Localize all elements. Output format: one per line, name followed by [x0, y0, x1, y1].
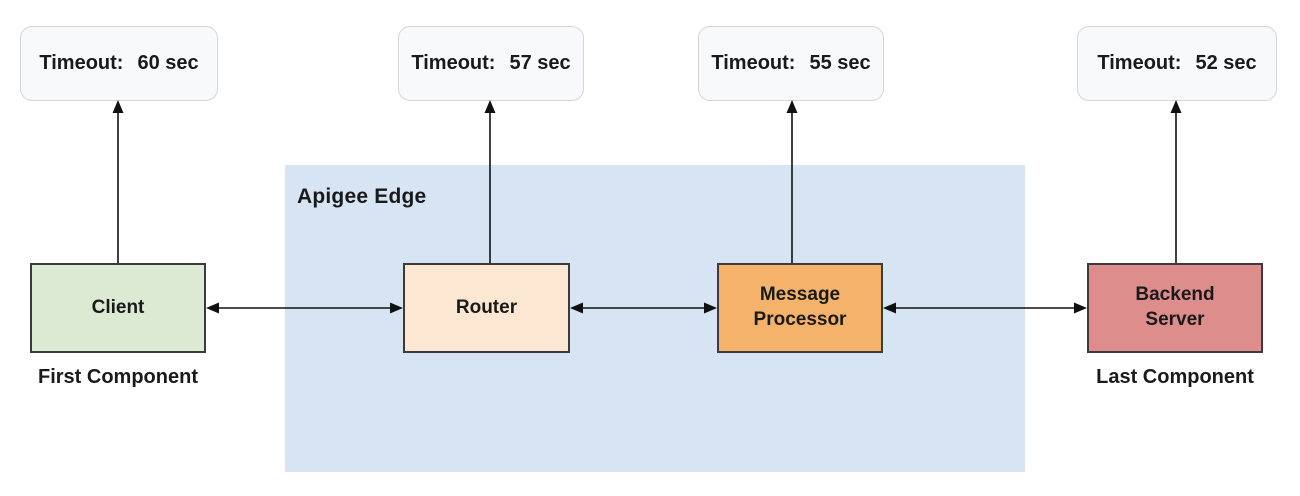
component-label-backend-server: Backend Server [1135, 284, 1215, 330]
timeout-label: Timeout: [1097, 52, 1182, 74]
caption-last-component: Last Component [1096, 366, 1254, 388]
apigee-edge-label: Apigee Edge [297, 185, 427, 208]
timeout-value: 60 sec [137, 52, 199, 74]
timeout-pill-client: Timeout: 60 sec [20, 26, 218, 101]
timeout-pill-router: Timeout: 57 sec [398, 26, 584, 101]
component-label-message-processor: Message Processor [753, 284, 847, 330]
timeout-label: Timeout: [39, 52, 124, 74]
timeout-label: Timeout: [711, 52, 796, 74]
component-box-client: Client [30, 263, 206, 353]
component-box-backend-server: Backend Server [1087, 263, 1263, 353]
timeout-value: 55 sec [809, 52, 871, 74]
arrow-backend-server-to-timeout [1170, 100, 1182, 263]
timeout-value: 57 sec [509, 52, 571, 74]
caption-first-component: First Component [38, 366, 198, 388]
component-box-router: Router [403, 263, 570, 353]
timeout-label: Timeout: [411, 52, 496, 74]
timeout-pill-backend-server: Timeout: 52 sec [1077, 26, 1277, 101]
component-box-message-processor: Message Processor [717, 263, 883, 353]
component-label-client: Client [91, 296, 145, 318]
apigee-edge-region: Apigee Edge [285, 165, 1025, 472]
arrow-client-to-timeout [112, 100, 124, 263]
timeout-value: 52 sec [1195, 52, 1257, 74]
component-label-router: Router [455, 296, 518, 318]
timeout-pill-message-processor: Timeout: 55 sec [698, 26, 884, 101]
